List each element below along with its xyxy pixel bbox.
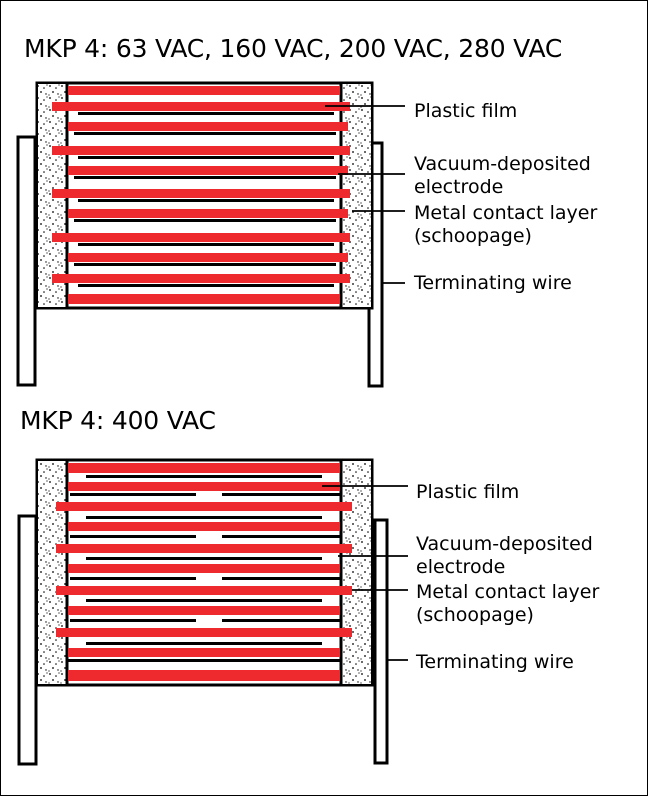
right-schoopage — [341, 461, 371, 684]
diagram-title-top: MKP 4: 63 VAC, 160 VAC, 200 VAC, 280 VAC — [24, 34, 563, 63]
label-contact-line2: (schoopage) — [414, 225, 532, 247]
film-winding-bottom — [56, 463, 352, 681]
right-terminating-wire — [373, 518, 389, 765]
left-terminating-wire — [16, 135, 37, 387]
label-plastic-film: Plastic film — [416, 481, 520, 503]
diagram-title-bottom: MKP 4: 400 VAC — [20, 406, 216, 435]
label-plastic-film: Plastic film — [414, 100, 518, 122]
label-electrode-line1: Vacuum-deposited — [414, 153, 591, 175]
label-electrode-line2: electrode — [414, 176, 504, 198]
film-winding-top — [52, 86, 350, 304]
label-terminating-wire: Terminating wire — [414, 272, 572, 294]
label-contact-line1: Metal contact layer — [414, 202, 598, 224]
capacitor-bottom — [17, 458, 408, 766]
label-contact-line2: (schoopage) — [416, 604, 534, 626]
label-contact-line1: Metal contact layer — [416, 581, 600, 603]
left-schoopage — [38, 461, 67, 684]
label-terminating-wire: Terminating wire — [416, 651, 574, 673]
label-electrode-line1: Vacuum-deposited — [416, 533, 593, 555]
left-terminating-wire — [17, 514, 38, 766]
label-electrode-line2: electrode — [416, 556, 506, 578]
capacitor-top — [16, 81, 405, 388]
